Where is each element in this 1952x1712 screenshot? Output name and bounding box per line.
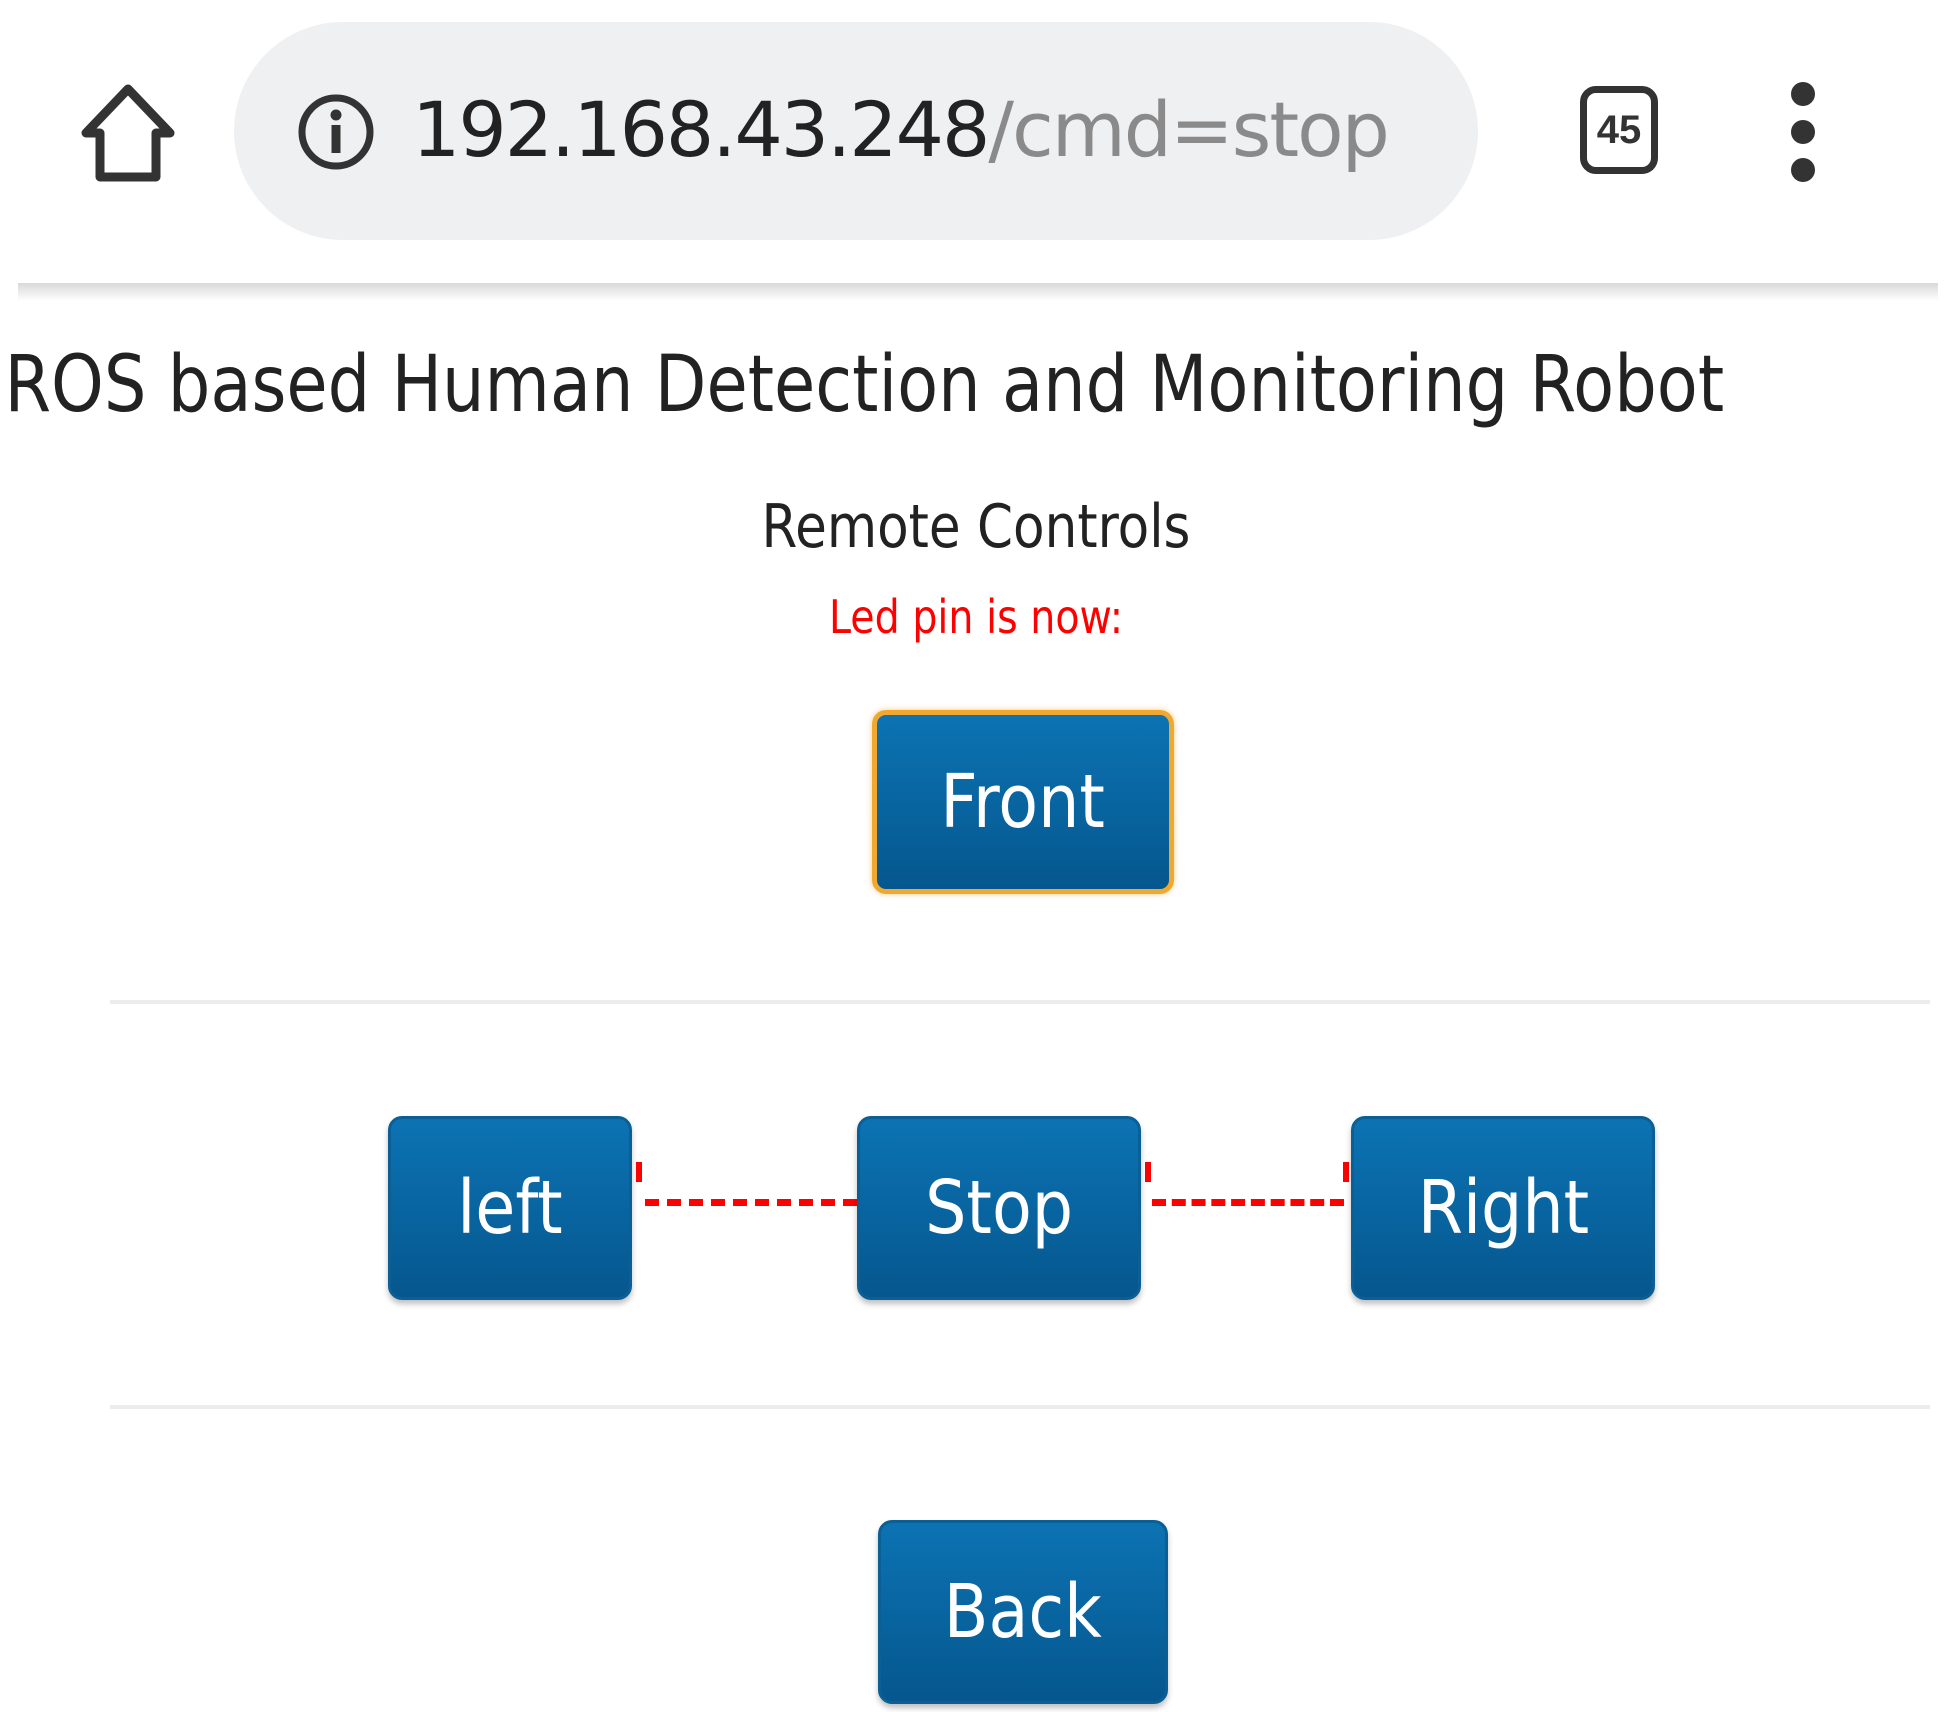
dashed-connector (645, 1199, 857, 1206)
right-button[interactable]: Right (1351, 1116, 1655, 1300)
more-vertical-icon[interactable] (1780, 82, 1826, 182)
address-bar[interactable]: 192.168.43.248/cmd=stop (234, 22, 1478, 240)
front-button-label: Front (940, 759, 1106, 845)
section-heading: Remote Controls (761, 492, 1191, 562)
connector-tick (1343, 1162, 1349, 1182)
connector-tick (636, 1162, 642, 1182)
stop-button-label: Stop (924, 1165, 1074, 1251)
tab-switcher-button[interactable]: 45 (1580, 86, 1658, 174)
divider (110, 1000, 1930, 1004)
url-path: /cmd=stop (988, 85, 1389, 174)
info-icon[interactable] (296, 92, 376, 172)
url-host: 192.168.43.248 (412, 85, 990, 174)
right-button-label: Right (1417, 1165, 1589, 1251)
page-title: ROS based Human Detection and Monitoring… (4, 340, 1725, 430)
stop-button[interactable]: Stop (857, 1116, 1141, 1300)
connector-tick (1145, 1162, 1151, 1182)
front-button[interactable]: Front (872, 710, 1174, 894)
toolbar-divider (18, 283, 1938, 301)
dashed-connector (1152, 1199, 1344, 1206)
left-button[interactable]: left (388, 1116, 632, 1300)
browser-toolbar: 192.168.43.248/cmd=stop 45 (0, 0, 1952, 301)
url-text[interactable]: 192.168.43.248/cmd=stop (412, 80, 1390, 180)
back-button[interactable]: Back (878, 1520, 1168, 1704)
home-icon (81, 84, 175, 182)
home-button[interactable] (78, 78, 178, 188)
tab-count: 45 (1596, 107, 1642, 152)
divider (110, 1405, 1930, 1409)
led-status-text: Led pin is now: (828, 590, 1124, 644)
left-button-label: left (457, 1165, 563, 1251)
back-button-label: Back (943, 1569, 1103, 1655)
